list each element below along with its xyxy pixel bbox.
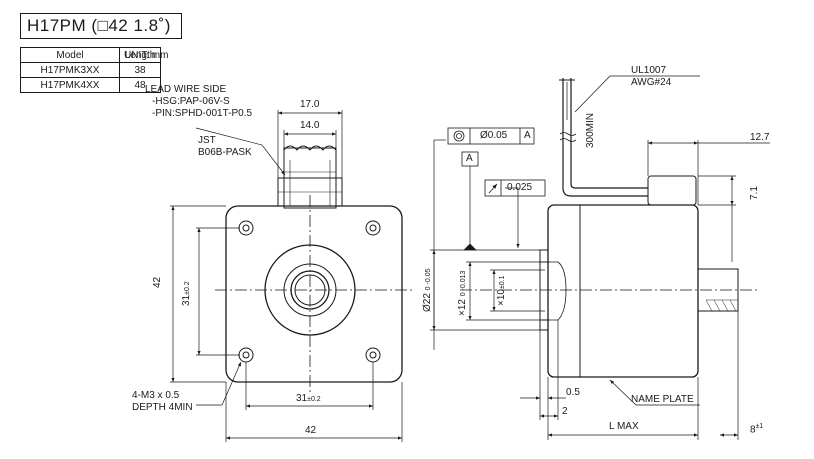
lead-wire-title: LEAD WIRE SIDE: [145, 84, 227, 95]
front-view: [215, 145, 412, 392]
screw-spec: 4-M3 x 0.5: [132, 390, 180, 401]
mounting-hole: [238, 220, 254, 236]
runout-arrow-icon: [488, 183, 498, 194]
unit-label: UNIT: mm: [124, 50, 169, 61]
screw-depth: DEPTH 4MIN: [132, 402, 193, 413]
dim-8: 8±1: [750, 423, 764, 436]
mounting-hole: [238, 347, 254, 363]
datum-label: A: [466, 153, 473, 164]
datum-frame: [461, 151, 479, 167]
dim-300min: 300MIN: [585, 112, 596, 148]
model-length-table: Model Length H17PMK3XX 38 H17PMK4XX 48: [20, 47, 161, 93]
tolerance-frames: [447, 127, 546, 197]
concentricity-datum: A: [524, 130, 531, 141]
lead-wire: [562, 78, 648, 197]
side-dimensions: [430, 75, 770, 440]
mounting-hole: [365, 347, 381, 363]
table-row: H17PMK4XX 48: [20, 77, 161, 93]
dim-d22: Ø22 0 -0.05: [422, 268, 433, 312]
runout-value: 0.025: [507, 182, 533, 193]
table-cell-length: 48: [119, 77, 161, 93]
rear-shaft: [697, 268, 739, 312]
motor-body: [547, 204, 699, 378]
mounting-hole: [365, 220, 381, 236]
dim-7-1: 7.1: [749, 186, 760, 200]
table-header-row: Model Length: [20, 47, 161, 63]
table-cell-model: H17PMK4XX: [20, 77, 120, 93]
dim-42-horizontal: 42: [305, 425, 317, 436]
dim-l-max: L MAX: [609, 421, 639, 432]
wire-exit-block: [647, 175, 697, 206]
connector-part: B06B-PASK: [198, 147, 252, 158]
dim-d10: ×10±0.1: [496, 275, 507, 306]
dim-14: 14.0: [300, 120, 320, 131]
wire-gauge: AWG#24: [631, 77, 672, 88]
dim-17: 17.0: [300, 99, 320, 110]
name-plate-label: NAME PLATE: [631, 394, 694, 405]
concentricity-icon: [453, 130, 465, 142]
concentricity-frame: [447, 127, 535, 145]
drawing-title: H17PM (□42 1.8˚): [20, 13, 182, 39]
lead-wire-housing: -HSG:PAP-06V-S: [152, 96, 230, 107]
dim-2: 2: [562, 406, 568, 417]
dim-d12: ×12 0 -0.013: [457, 270, 468, 316]
wire-type: UL1007: [631, 65, 667, 76]
dim-31-vertical: 31±0.2: [181, 281, 192, 306]
dim-42-vertical: 42: [152, 276, 163, 288]
concentricity-value: Ø0.05: [480, 130, 508, 141]
front-dimensions: [170, 110, 403, 442]
dim-31-horizontal: 31±0.2: [296, 393, 321, 404]
dim-0-5: 0.5: [566, 387, 580, 398]
dim-12-7: 12.7: [750, 132, 770, 143]
connector-maker: JST: [198, 135, 216, 146]
side-view: [460, 78, 760, 378]
runout-frame: [484, 179, 546, 197]
connector-body: [283, 147, 337, 209]
lead-wire-pin: -PIN:SPHD-001T-P0.5: [152, 108, 253, 119]
